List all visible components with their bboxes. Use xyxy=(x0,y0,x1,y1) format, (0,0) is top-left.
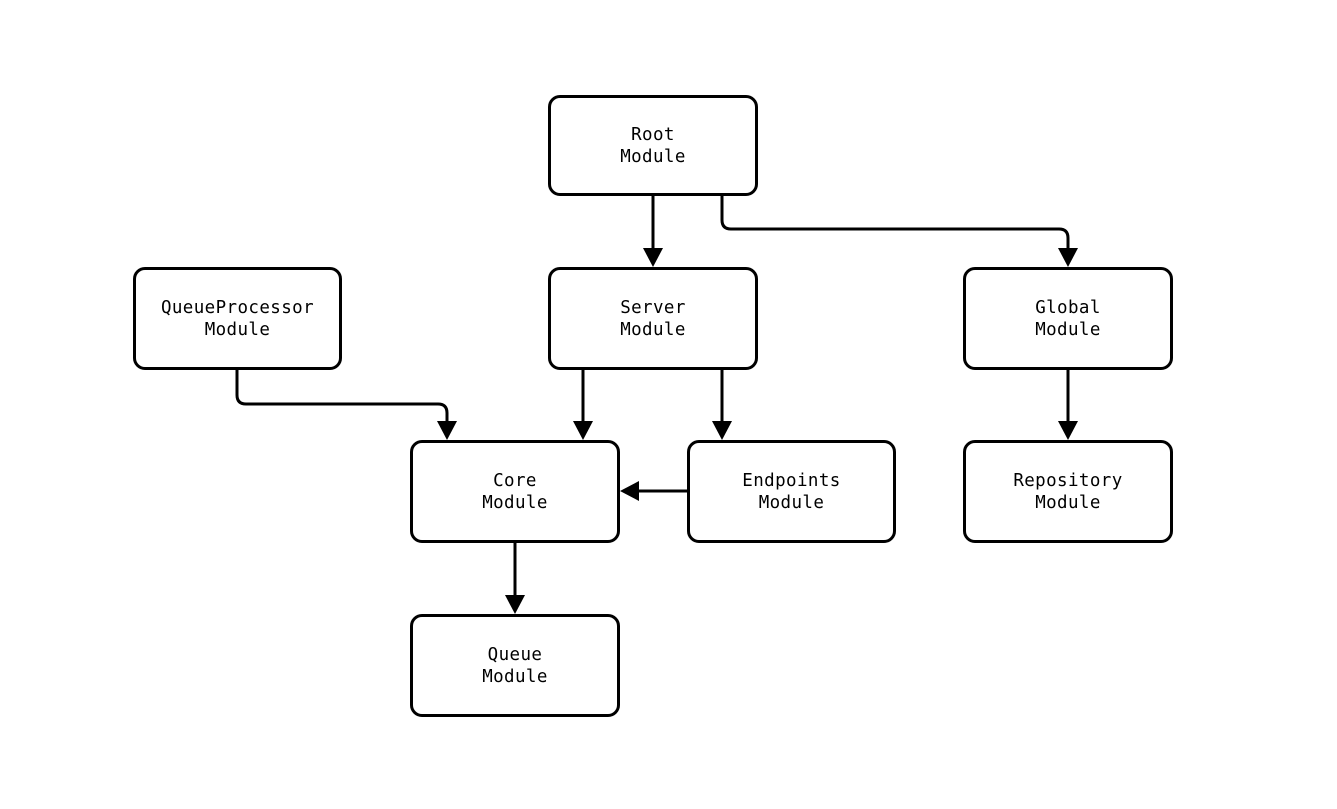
node-repository-module[interactable]: Repository Module xyxy=(963,440,1173,543)
node-endpoints-module-line2: Module xyxy=(758,492,825,513)
node-root-module[interactable]: Root Module xyxy=(548,95,758,196)
node-server-module[interactable]: Server Module xyxy=(548,267,758,370)
arrowhead-server-to-endpoints xyxy=(712,421,732,440)
arrowhead-queueprocessor-to-core xyxy=(437,421,457,440)
arrowhead-global-to-repository xyxy=(1058,421,1078,440)
node-server-module-line1: Server xyxy=(620,297,686,318)
node-global-module[interactable]: Global Module xyxy=(963,267,1173,370)
node-queue-module-line1: Queue xyxy=(487,644,543,665)
node-repository-module-line2: Module xyxy=(1035,492,1101,513)
arrowhead-server-to-core xyxy=(573,421,593,440)
node-server-module-line2: Module xyxy=(620,319,686,340)
node-queueprocessor-module-line1: QueueProcessor xyxy=(160,297,315,318)
node-core-module[interactable]: Core Module xyxy=(410,440,620,543)
node-queueprocessor-module[interactable]: QueueProcessor Module xyxy=(133,267,342,370)
arrowhead-endpoints-to-core xyxy=(620,481,639,501)
arrowhead-root-to-server xyxy=(643,248,663,267)
node-repository-module-line1: Repository xyxy=(1013,470,1123,491)
node-endpoints-module-line1: Endpoints xyxy=(742,470,841,491)
arrowhead-root-to-global xyxy=(1058,248,1078,267)
node-root-module-line2: Module xyxy=(620,146,686,167)
node-global-module-line1: Global xyxy=(1035,297,1101,318)
node-core-module-line1: Core xyxy=(493,470,537,491)
edge-queueprocessor-to-core xyxy=(235,370,449,421)
node-endpoints-module[interactable]: Endpoints Module xyxy=(687,440,896,543)
node-queueprocessor-module-line2: Module xyxy=(204,319,271,340)
node-queue-module-line2: Module xyxy=(482,666,548,687)
node-root-module-line1: Root xyxy=(631,124,675,145)
arrowhead-core-to-queue xyxy=(505,595,525,614)
edge-root-to-global xyxy=(720,196,1070,248)
node-global-module-line2: Module xyxy=(1035,319,1101,340)
node-queue-module[interactable]: Queue Module xyxy=(410,614,620,717)
node-core-module-line2: Module xyxy=(482,492,548,513)
